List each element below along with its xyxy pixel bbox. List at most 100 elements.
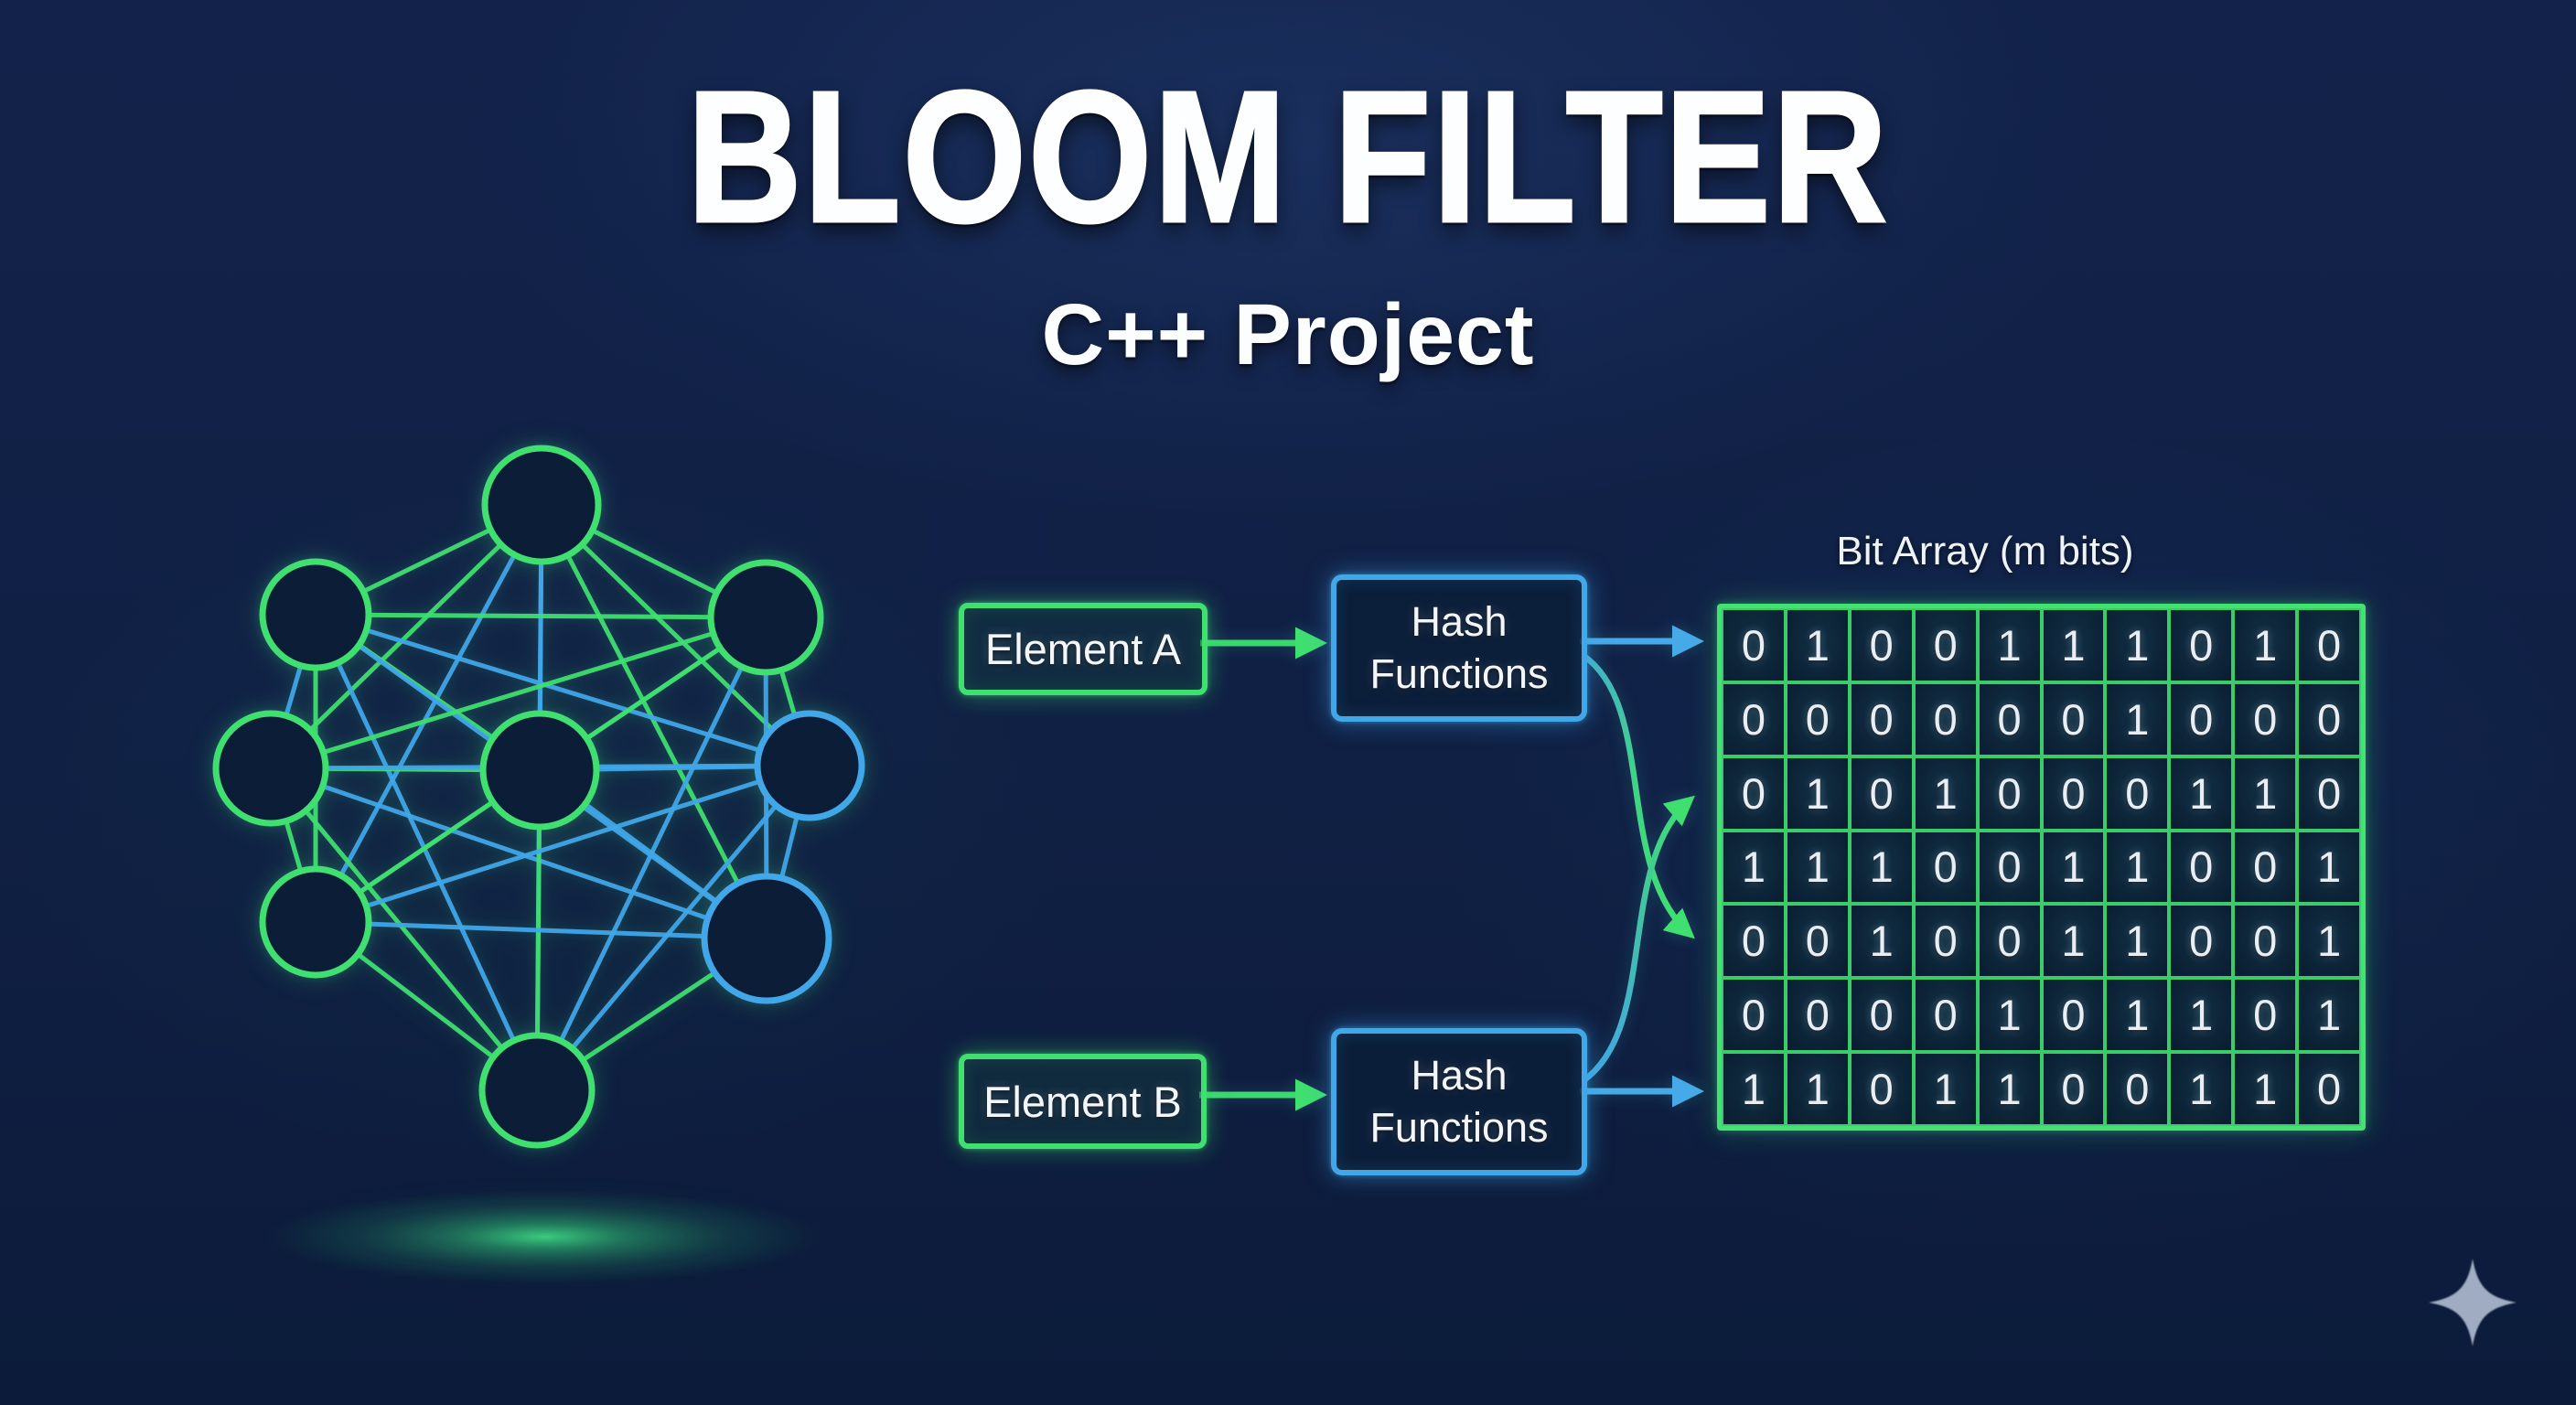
graph-edge xyxy=(315,919,767,941)
graph-node xyxy=(707,559,824,676)
bit-cell: 0 xyxy=(1913,830,1978,905)
bit-cell: 0 xyxy=(1785,978,1850,1053)
graph-edge xyxy=(315,763,810,925)
bit-cell: 1 xyxy=(2041,830,2106,905)
hash-functions-box-top: Hash Functions xyxy=(1331,574,1587,722)
bit-cell: 1 xyxy=(2169,978,2234,1053)
graph-node xyxy=(754,710,865,821)
bit-cell: 0 xyxy=(2233,681,2298,756)
bit-cell: 0 xyxy=(1722,978,1786,1053)
bit-cell: 1 xyxy=(1849,904,1914,979)
bit-cell: 0 xyxy=(1785,681,1850,756)
bit-cell: 1 xyxy=(2297,830,2361,905)
bit-cell: 0 xyxy=(2233,830,2298,905)
bit-cell: 1 xyxy=(2233,608,2298,682)
bit-cell: 0 xyxy=(1722,608,1786,682)
arrow-hash-a-to-bit-row5 xyxy=(1581,652,1695,939)
bit-cell: 0 xyxy=(1977,681,2042,756)
bit-cell: 0 xyxy=(1913,904,1978,979)
bit-cell: 1 xyxy=(1785,756,1850,831)
bit-cell: 1 xyxy=(1977,608,2042,682)
bit-cell: 0 xyxy=(2233,978,2298,1053)
bit-cell: 0 xyxy=(1849,681,1914,756)
bit-cell: 1 xyxy=(1913,1052,1978,1126)
bit-cell: 0 xyxy=(2169,608,2234,682)
arrow-hash-b-to-bit-row3 xyxy=(1581,795,1695,1084)
graph-node xyxy=(481,445,602,565)
bit-array-label: Bit Array (m bits) xyxy=(1836,529,2134,574)
graph-edge xyxy=(270,766,767,941)
bit-cell: 1 xyxy=(2297,904,2361,979)
page-subtitle: C++ Project xyxy=(1041,286,1535,383)
graph-node xyxy=(259,558,372,671)
graph-edge xyxy=(313,503,544,924)
bit-cell: 1 xyxy=(2105,978,2170,1053)
sparkle-icon xyxy=(2429,1259,2517,1346)
bit-cell: 0 xyxy=(1849,608,1914,682)
bit-cell: 1 xyxy=(1785,608,1850,682)
bit-cell: 1 xyxy=(2233,1052,2298,1126)
graph-edge xyxy=(535,764,811,1092)
bit-cell: 0 xyxy=(2041,1052,2106,1126)
bit-cell: 0 xyxy=(1849,978,1914,1053)
bit-cell: 0 xyxy=(2169,830,2234,905)
bit-cell: 1 xyxy=(1849,830,1914,905)
graph-edge xyxy=(269,767,539,1092)
element-b-label: Element B xyxy=(983,1077,1182,1126)
hash-functions-label: Hash Functions xyxy=(1369,598,1549,697)
bit-cell: 0 xyxy=(1913,681,1978,756)
graph-edge xyxy=(313,613,540,1092)
bit-cell: 1 xyxy=(1785,1052,1850,1126)
element-a-box: Element A xyxy=(959,603,1208,695)
graph-edge xyxy=(315,612,767,620)
bit-cell: 1 xyxy=(1722,1052,1786,1126)
bit-cell: 1 xyxy=(2169,756,2234,831)
bit-cell: 0 xyxy=(1977,756,2042,831)
bit-cell: 1 xyxy=(1977,978,2042,1053)
graph-edge xyxy=(315,612,810,768)
bit-cell: 0 xyxy=(1849,1052,1914,1126)
bit-cell: 0 xyxy=(1977,904,2042,979)
bit-cell: 0 xyxy=(2169,681,2234,756)
bit-cell: 1 xyxy=(2041,904,2106,979)
bit-cell: 0 xyxy=(1722,904,1786,979)
bit-cell: 0 xyxy=(2169,904,2234,979)
bit-cell: 1 xyxy=(2105,681,2170,756)
element-b-box: Element B xyxy=(959,1054,1207,1149)
bit-cell: 1 xyxy=(2041,608,2106,682)
bit-cell: 0 xyxy=(1722,756,1786,831)
bit-cell: 0 xyxy=(2041,978,2106,1053)
bit-cell: 0 xyxy=(2297,608,2361,682)
bit-cell: 0 xyxy=(1849,756,1914,831)
bit-cell: 1 xyxy=(2105,608,2170,682)
hash-functions-box-bottom: Hash Functions xyxy=(1331,1028,1587,1175)
bit-cell: 0 xyxy=(1913,978,1978,1053)
graph-node xyxy=(701,873,832,1004)
page-title: BLOOM FILTER xyxy=(686,52,1890,262)
hash-functions-label: Hash Functions xyxy=(1369,1052,1549,1151)
element-a-label: Element A xyxy=(984,625,1182,673)
bit-cell: 0 xyxy=(2297,756,2361,831)
bit-cell: 1 xyxy=(2105,904,2170,979)
bit-cell: 0 xyxy=(2297,1052,2361,1126)
bit-cell: 0 xyxy=(1913,608,1978,682)
bit-cell: 0 xyxy=(1722,681,1786,756)
bit-cell: 0 xyxy=(2233,904,2298,979)
bit-cell: 1 xyxy=(2297,978,2361,1053)
bit-cell: 0 xyxy=(2041,681,2106,756)
bit-cell: 1 xyxy=(1785,830,1850,905)
bit-cell: 1 xyxy=(2105,830,2170,905)
bit-cell: 1 xyxy=(1913,756,1978,831)
bit-cell: 0 xyxy=(2105,1052,2170,1126)
floor-glow xyxy=(261,1189,828,1284)
bit-cell: 0 xyxy=(1785,904,1850,979)
graph-node xyxy=(479,710,600,831)
graph-edge xyxy=(270,615,767,771)
bit-cell: 0 xyxy=(1977,830,2042,905)
bit-cell: 1 xyxy=(2169,1052,2234,1126)
graph-node xyxy=(259,865,372,979)
